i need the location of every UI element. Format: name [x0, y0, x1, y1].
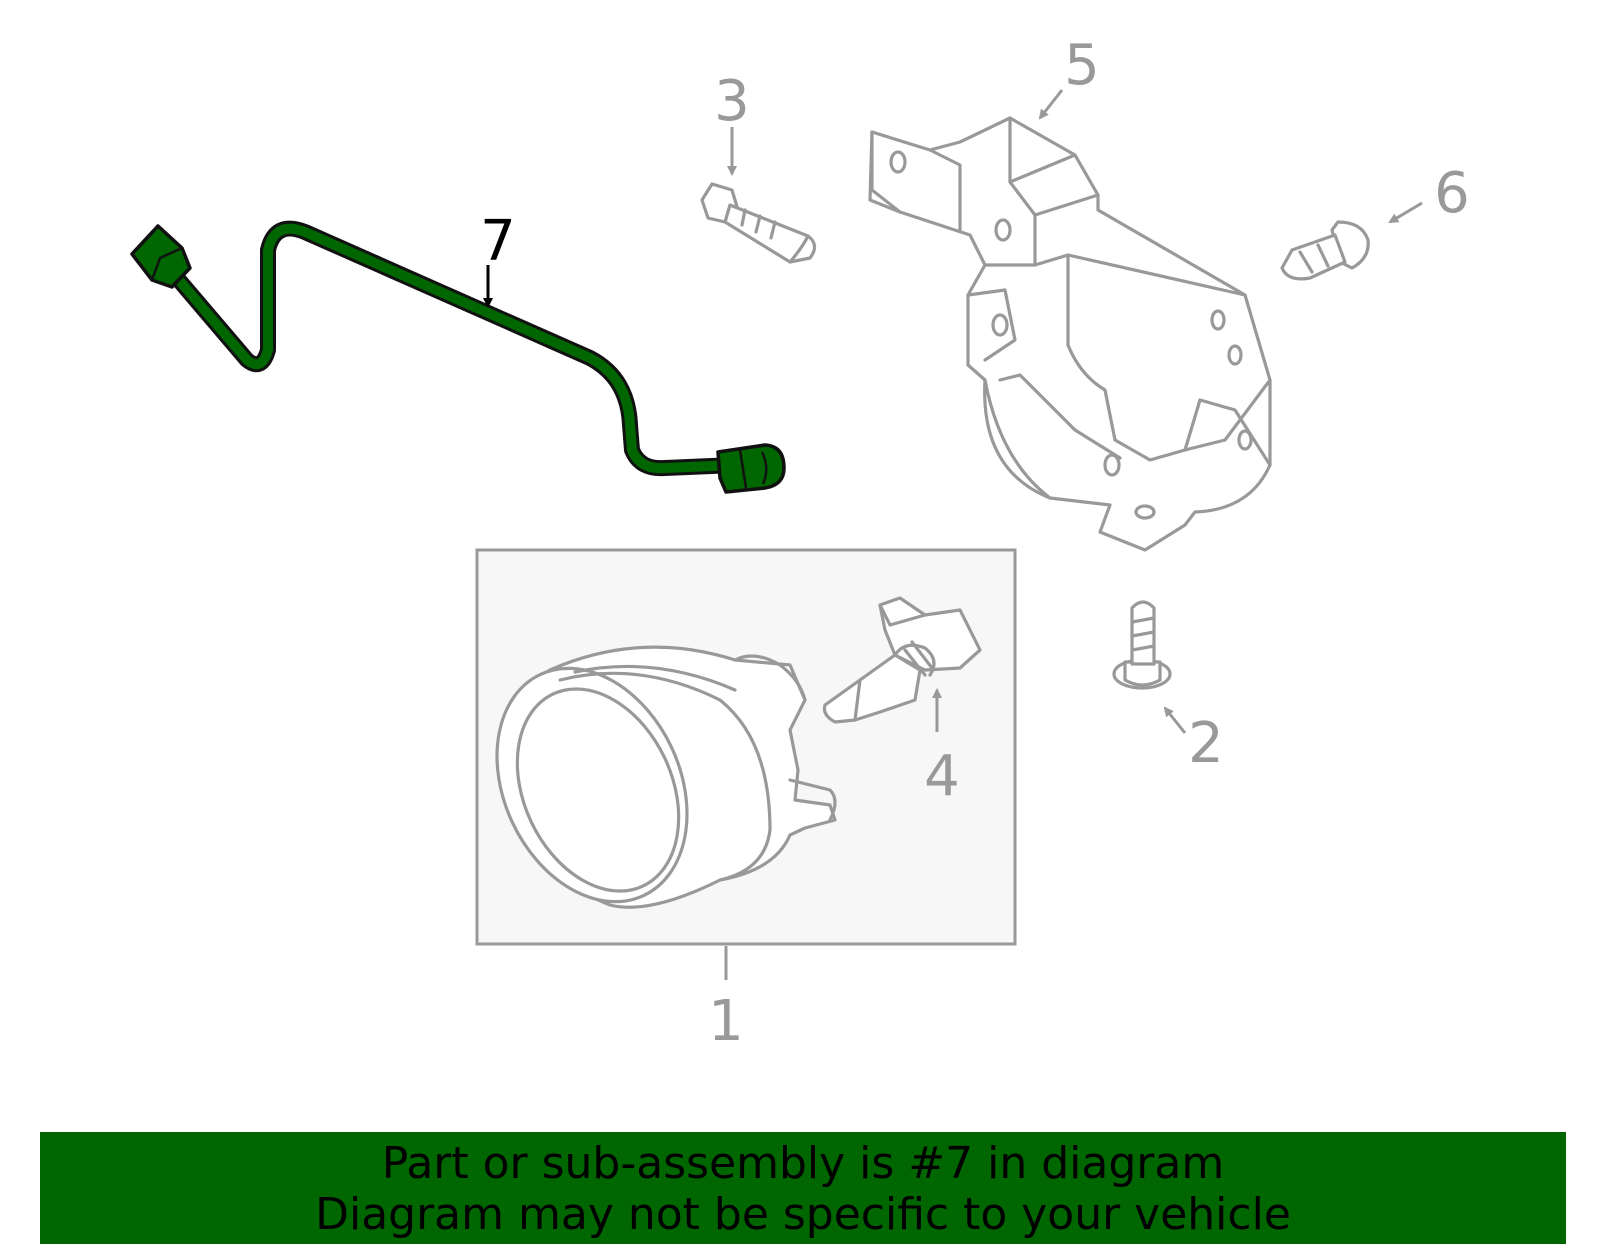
banner-line-1: Part or sub-assembly is #7 in diagram [381, 1138, 1225, 1189]
callout-6: 6 [1434, 161, 1470, 226]
bolt-part-2[interactable] [1112, 600, 1172, 690]
screw-part-6[interactable] [1280, 220, 1370, 281]
callout-7: 7 [480, 209, 516, 274]
callout-1: 1 [708, 989, 744, 1054]
harness-connector-left [130, 224, 192, 289]
info-banner: Part or sub-assembly is #7 in diagram Di… [40, 1132, 1566, 1244]
bracket-part-5[interactable] [868, 116, 1272, 552]
bolt-part-3[interactable] [700, 182, 817, 264]
callout-5: 5 [1064, 33, 1100, 98]
callout-3: 3 [714, 69, 750, 134]
callout-2: 2 [1188, 711, 1224, 776]
wiring-harness-part-7[interactable] [130, 220, 786, 494]
fog-lamp-housing [495, 645, 837, 909]
callout-4: 4 [924, 744, 960, 809]
fog-lamp-assembly-part-1[interactable] [461, 548, 1017, 946]
harness-connector-right [716, 443, 786, 494]
banner-line-2: Diagram may not be specific to your vehi… [315, 1189, 1291, 1240]
bulb-part-4[interactable] [822, 596, 982, 724]
